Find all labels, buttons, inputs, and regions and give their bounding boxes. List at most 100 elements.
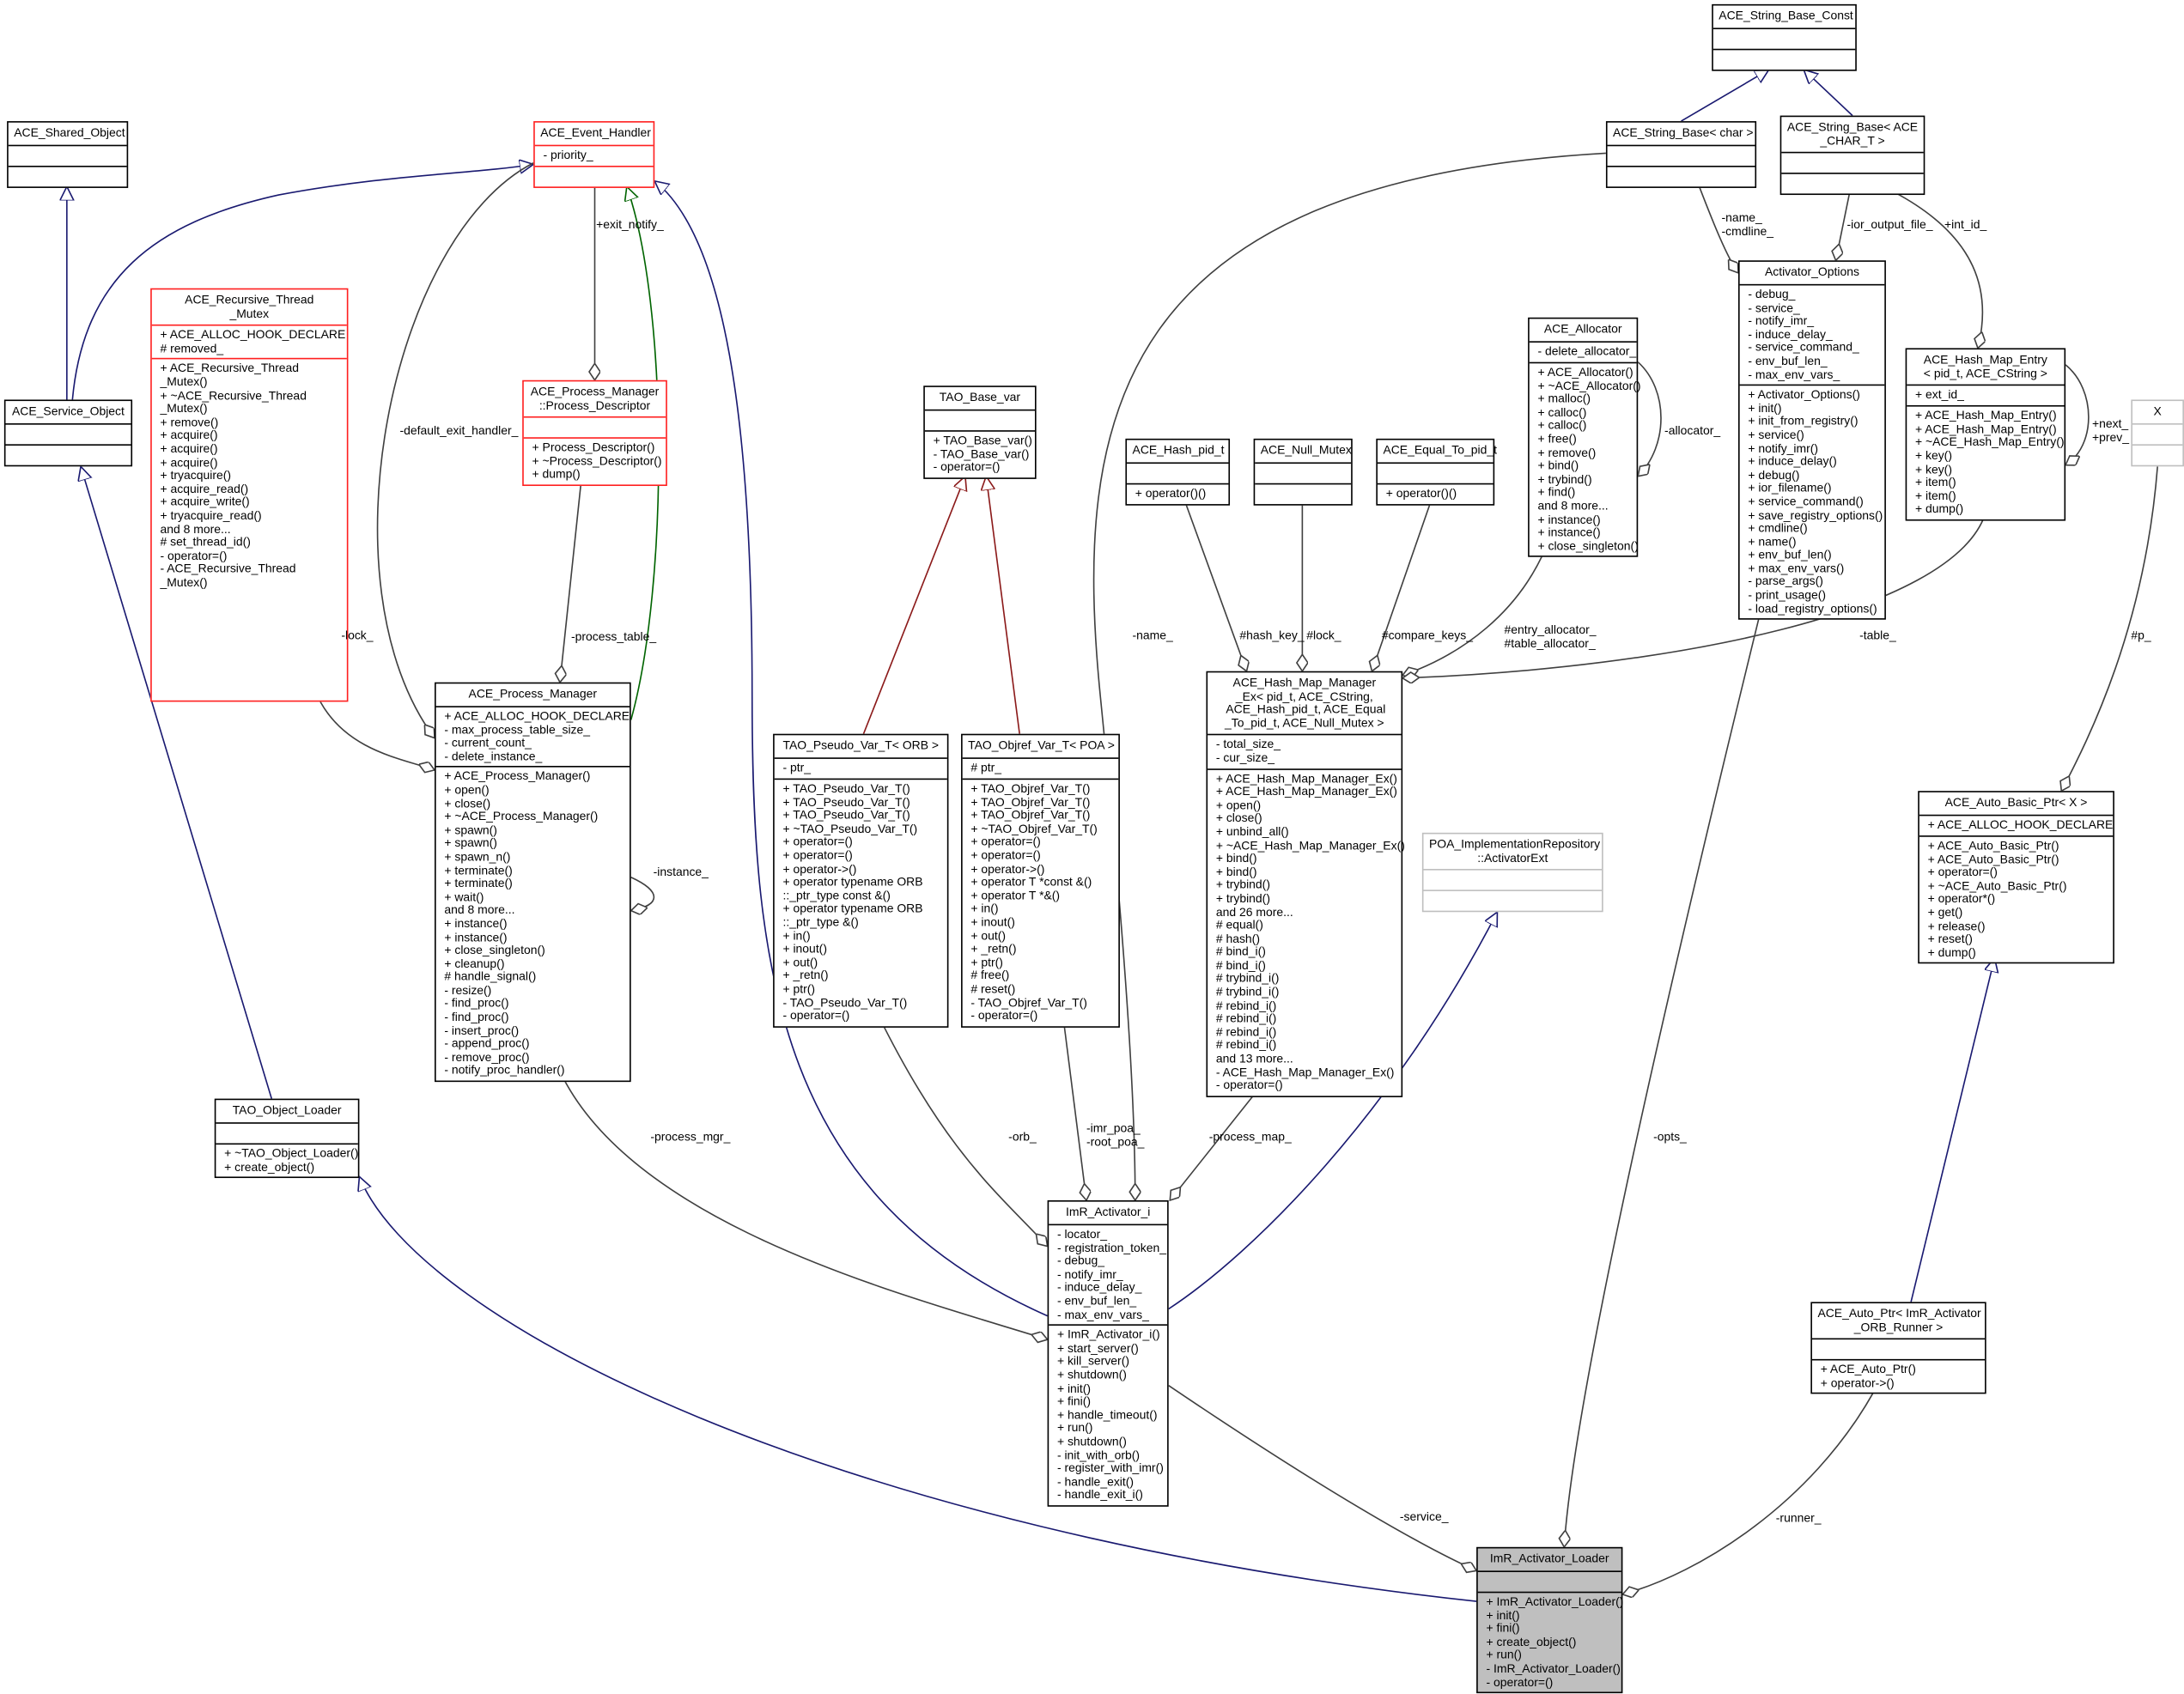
class-recursive-mutex[interactable]: ACE_Recursive_Thread _Mutex+ ACE_ALLOC_H… — [150, 288, 349, 702]
edge-label-p: #p_ — [2131, 628, 2151, 642]
class-methods: + Activator_Options() + init() + init_fr… — [1739, 384, 1885, 619]
edge-label-service: -service_ — [1399, 1509, 1449, 1524]
class-title: TAO_Pseudo_Var_T< ORB > — [782, 738, 940, 752]
class-tao-base-var[interactable]: TAO_Base_var + TAO_Base_var() - TAO_Base_… — [923, 386, 1037, 479]
class-methods — [1423, 890, 1603, 911]
class-activator-options[interactable]: Activator_Options- debug_ - service_ - n… — [1738, 260, 1886, 621]
edge-activator-i-to-activator-ext — [1168, 912, 1498, 1310]
class-methods: + ACE_Process_Manager() + open() + close… — [435, 766, 630, 1081]
edge-process-map — [1170, 1077, 1268, 1200]
edge-label-hm-lock: #lock_ — [1306, 628, 1341, 642]
edge-label-int-id: +int_id_ — [1944, 217, 1987, 232]
class-methods: + operator()() — [1377, 483, 1494, 504]
class-title: ImR_Activator_i — [1065, 1204, 1151, 1219]
edge-label-process-mgr: -process_mgr_ — [650, 1129, 731, 1144]
class-methods: + ~TAO_Object_Loader() + create_object() — [216, 1143, 358, 1176]
class-hash-pid-t[interactable]: ACE_Hash_pid_t+ operator()() — [1125, 438, 1231, 506]
edge-poa — [1062, 1013, 1086, 1200]
class-service-object[interactable]: ACE_Service_Object — [3, 399, 133, 467]
edge-table — [1402, 514, 1986, 678]
class-string-base-char[interactable]: ACE_String_Base< char > — [1605, 121, 1757, 188]
edge-label-instance: -instance_ — [653, 865, 709, 879]
edge-label-poa: -imr_poa_ -root_poa_ — [1086, 1120, 1145, 1149]
class-methods: + TAO_Objref_Var_T() + TAO_Objref_Var_T(… — [962, 778, 1119, 1026]
edge-label-orb: -orb_ — [1008, 1129, 1037, 1144]
class-methods: + ACE_Auto_Ptr() + operator->() — [1811, 1359, 1986, 1393]
class-methods: + Process_Descriptor() + ~Process_Descri… — [523, 437, 666, 485]
class-auto-ptr[interactable]: ACE_Auto_Ptr< ImR_Activator _ORB_Runner … — [1810, 1302, 1986, 1395]
class-process-manager[interactable]: ACE_Process_Manager+ ACE_ALLOC_HOOK_DECL… — [435, 682, 631, 1083]
edge-label-process-table: -process_table_ — [570, 629, 657, 644]
class-attributes: - priority_ — [534, 144, 654, 166]
class-title: ACE_Hash_pid_t — [1132, 442, 1225, 457]
class-title: ACE_Auto_Ptr< ImR_Activator _ORB_Runner … — [1817, 1306, 1981, 1334]
class-objref-var[interactable]: TAO_Objref_Var_T< POA ># ptr_+ TAO_Objre… — [961, 733, 1120, 1028]
class-attributes — [1423, 869, 1603, 890]
class-activator-ext[interactable]: POA_ImplementationRepository ::Activator… — [1421, 832, 1603, 913]
edge-pseudo-to-base-var — [862, 477, 965, 734]
edge-orb — [877, 1013, 1048, 1247]
class-title: TAO_Object_Loader — [232, 1102, 342, 1117]
edge-lock — [319, 701, 435, 769]
class-methods: + TAO_Base_var() - TAO_Base_var() - oper… — [924, 430, 1035, 477]
class-title: ACE_Hash_Map_Entry < pid_t, ACE_CString … — [1923, 352, 2047, 380]
class-x[interactable]: X — [2131, 399, 2184, 467]
edge-label-allocator: -allocator_ — [1664, 423, 1721, 438]
class-methods — [2132, 444, 2183, 464]
class-attributes — [1781, 152, 1924, 173]
class-title: ImR_Activator_Loader — [1489, 1551, 1609, 1565]
edge-label-lock: -lock_ — [341, 628, 374, 642]
class-methods: + ImR_Activator_i() + start_server() + k… — [1049, 1324, 1168, 1505]
edge-object-loader-to-service — [81, 466, 273, 1099]
edge-label-hash-key: #hash_key_ — [1239, 628, 1305, 642]
class-attributes: - delete_allocator_ — [1529, 341, 1637, 361]
class-object-loader[interactable]: TAO_Object_Loader + ~TAO_Object_Loader() … — [214, 1098, 360, 1179]
class-hash-map-entry[interactable]: ACE_Hash_Map_Entry < pid_t, ACE_CString … — [1905, 348, 2066, 521]
edge-label-name-cmdline: -name_ -cmdline_ — [1721, 209, 1773, 238]
class-title: ACE_Process_Manager — [468, 686, 598, 701]
class-string-base-const[interactable]: ACE_String_Base_Const — [1712, 3, 1857, 71]
class-imr-activator-i[interactable]: ImR_Activator_i - locator_ - registration… — [1047, 1199, 1169, 1507]
class-pseudo-var[interactable]: TAO_Pseudo_Var_T< ORB >- ptr_+ TAO_Pseud… — [773, 733, 949, 1028]
edge-label-table: -table_ — [1859, 628, 1896, 642]
class-title: ACE_Null_Mutex — [1260, 442, 1352, 457]
class-attributes: - total_size_ - cur_size_ — [1208, 734, 1402, 768]
edge-activator-loader-to-object-loader — [359, 1176, 1477, 1602]
class-attributes — [216, 1122, 358, 1143]
class-attributes — [8, 144, 127, 166]
class-methods: + TAO_Pseudo_Var_T() + TAO_Pseudo_Var_T(… — [774, 778, 947, 1026]
class-equal-to-pid-t[interactable]: ACE_Equal_To_pid_t + operator()() — [1376, 438, 1497, 506]
class-title: ACE_String_Base_Const — [1719, 8, 1853, 22]
edge-service-to-event-handler — [71, 164, 533, 400]
class-null-mutex[interactable]: ACE_Null_Mutex — [1253, 438, 1353, 506]
class-methods — [1255, 483, 1352, 504]
edge-objref-to-base-var — [986, 477, 1020, 734]
class-string-base-t[interactable]: ACE_String_Base< ACE _CHAR_T > — [1779, 115, 1925, 196]
class-allocator[interactable]: ACE_Allocator- delete_allocator_+ ACE_Al… — [1528, 317, 1641, 558]
edge-label-compare-keys: #compare_keys_ — [1381, 628, 1473, 642]
edge-allocators — [1402, 547, 1547, 675]
edge-label-ior-output-file: -ior_output_file_ — [1846, 217, 1933, 232]
class-attributes: - locator_ - registration_token_ - debug… — [1049, 1223, 1168, 1325]
edge-label-name: -name_ — [1132, 628, 1173, 642]
class-shared-object[interactable]: ACE_Shared_Object — [7, 121, 129, 188]
edge-hash-key — [1183, 498, 1247, 671]
class-process-descriptor[interactable]: ACE_Process_Manager ::Process_Descriptor… — [522, 379, 667, 486]
class-event-handler[interactable]: ACE_Event_Handler - priority_ — [533, 121, 655, 188]
class-title: ACE_Allocator — [1543, 321, 1622, 336]
class-attributes — [1127, 462, 1229, 483]
class-title: ACE_Equal_To_pid_t — [1383, 442, 1497, 457]
class-methods — [1607, 165, 1755, 186]
class-title: Activator_Options — [1764, 264, 1859, 279]
class-methods — [1781, 173, 1924, 193]
class-title: TAO_Base_var — [939, 390, 1021, 404]
class-auto-basic-ptr[interactable]: ACE_Auto_Basic_Ptr< X >+ ACE_ALLOC_HOOK_… — [1918, 791, 2114, 964]
class-activator-loader[interactable]: ImR_Activator_Loader+ ImR_Activator_Load… — [1476, 1546, 1623, 1694]
class-title: POA_ImplementationRepository ::Activator… — [1428, 836, 1601, 865]
edge-auto-ptr-to-auto-basic-ptr — [1910, 958, 1994, 1302]
class-hash-map-manager[interactable]: ACE_Hash_Map_Manager _Ex< pid_t, ACE_CSt… — [1206, 671, 1405, 1097]
class-title: ACE_Event_Handler — [540, 124, 651, 140]
edge-string-base-char-to-const — [1681, 70, 1769, 122]
